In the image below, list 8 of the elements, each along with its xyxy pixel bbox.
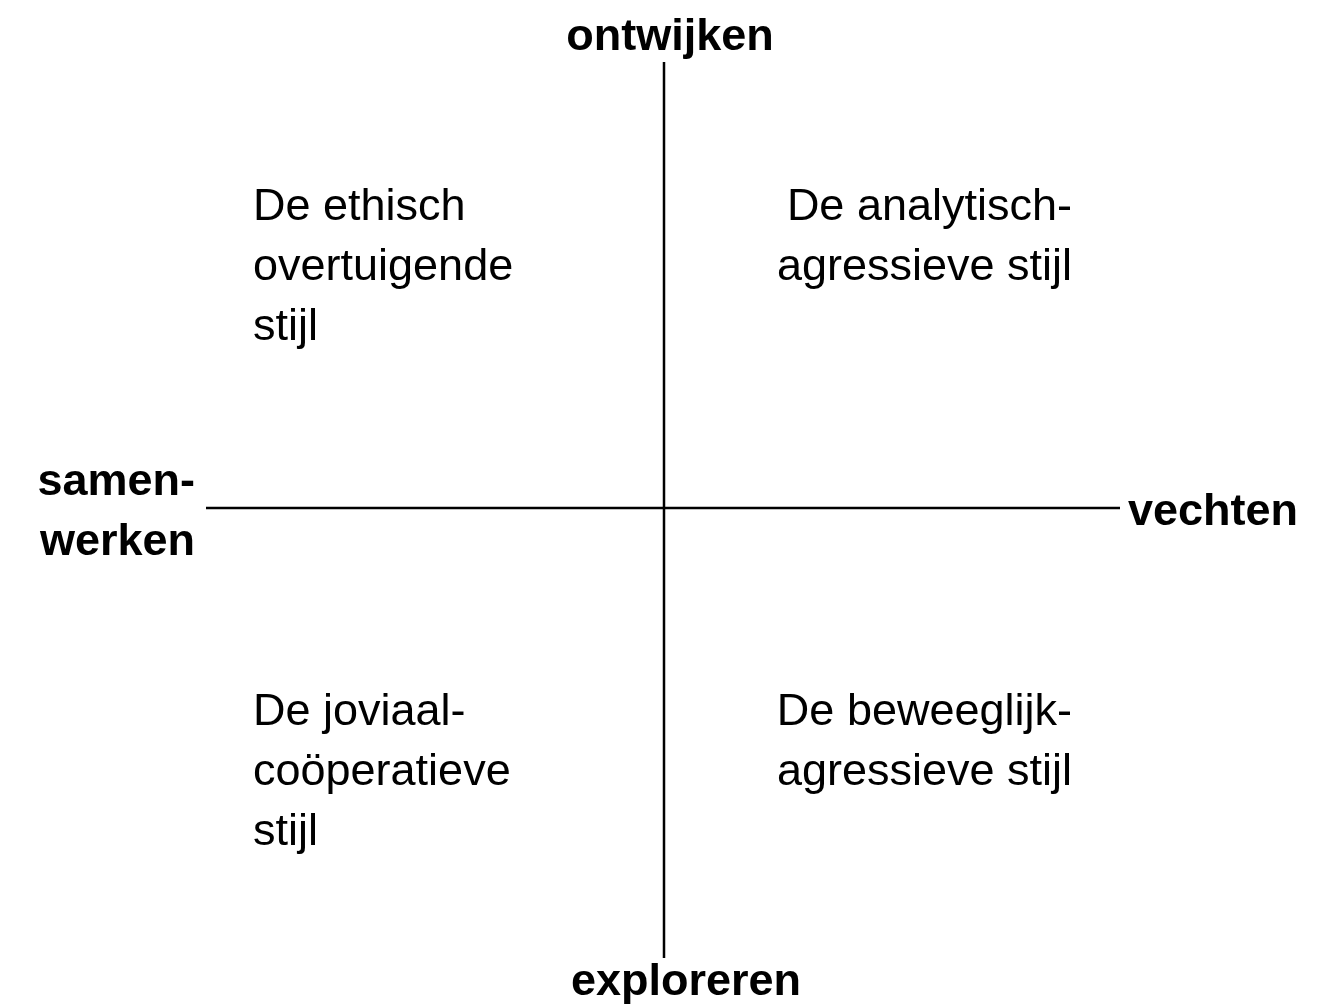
quadrant-label: De analytisch- agressieve stijl [775, 178, 1072, 292]
axis-label: vechten [1128, 483, 1300, 537]
axis-label: exploreren [569, 953, 803, 1007]
axis-label: ontwijken [565, 8, 775, 62]
quadrant-label: De ethisch overtuigende stijl [253, 178, 515, 352]
quadrant-label: De joviaal- coöperatieve stijl [253, 683, 512, 857]
axis-label: samen- werken [36, 453, 195, 567]
quadrant-label: De beweeglijk- agressieve stijl [775, 683, 1072, 797]
